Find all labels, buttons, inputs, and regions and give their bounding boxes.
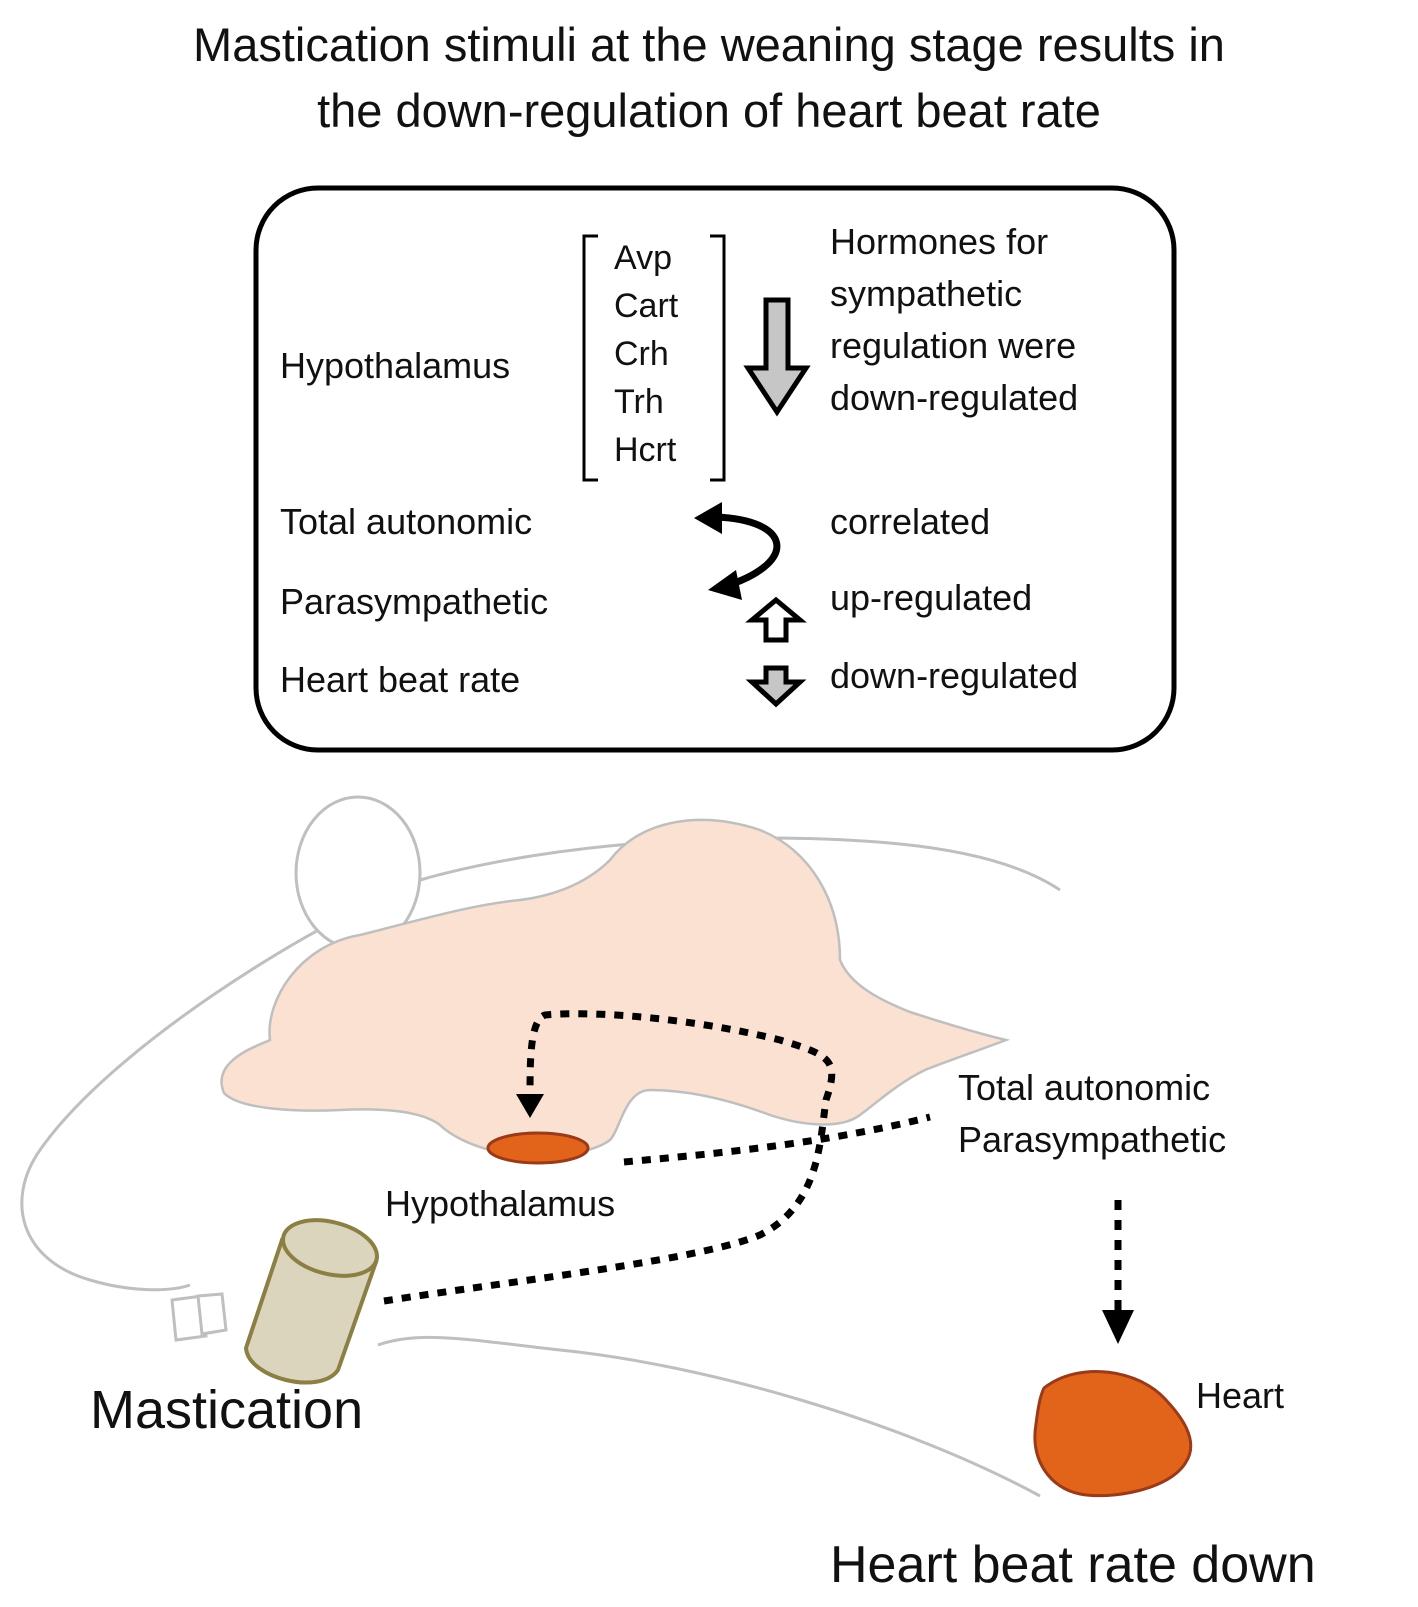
jaw-icon bbox=[170, 1292, 228, 1342]
heart-arrowhead-icon bbox=[1102, 1310, 1134, 1344]
result-label: Heart beat rate down bbox=[830, 1536, 1316, 1594]
heart-label: Heart bbox=[1196, 1375, 1285, 1416]
mastication-label: Mastication bbox=[90, 1380, 364, 1440]
dotted-path-hypothalamus-to-autonomic bbox=[623, 1113, 931, 1166]
hypothalamus-label: Hypothalamus bbox=[385, 1183, 616, 1224]
hormone-note-line-3: regulation were bbox=[830, 325, 1077, 366]
row-total-autonomic-label: Total autonomic bbox=[280, 501, 533, 542]
hormone-note-line-4: down-regulated bbox=[830, 377, 1079, 418]
hormone-trh: Trh bbox=[614, 383, 664, 421]
hormone-note-line-2: sympathetic bbox=[830, 273, 1023, 314]
title-line-1: Mastication stimuli at the weaning stage… bbox=[193, 18, 1225, 71]
row-heart-beat-rate-status: down-regulated bbox=[830, 655, 1079, 696]
summary-box bbox=[253, 185, 1177, 753]
autonomic-label-parasympathetic: Parasympathetic bbox=[958, 1119, 1227, 1160]
small-down-arrow-icon bbox=[745, 665, 807, 708]
hormone-cart: Cart bbox=[614, 287, 679, 325]
row-parasympathetic-status: up-regulated bbox=[830, 577, 1033, 618]
correlated-curve-icon bbox=[715, 513, 781, 588]
bracket-left bbox=[582, 234, 598, 482]
row-total-autonomic-status: correlated bbox=[830, 501, 991, 542]
title-line-2: the down-regulation of heart beat rate bbox=[317, 84, 1101, 137]
food-pellet-icon bbox=[243, 1218, 379, 1385]
dotted-path-mastication-to-brain bbox=[383, 1010, 836, 1305]
correlated-arrowhead-bottom-icon bbox=[708, 570, 742, 600]
autonomic-label-total: Total autonomic bbox=[958, 1067, 1211, 1108]
bracket-right bbox=[710, 234, 726, 482]
row-parasympathetic-label: Parasympathetic bbox=[280, 581, 549, 622]
hormone-avp: Avp bbox=[614, 239, 672, 277]
down-arrow-hormones-icon bbox=[743, 297, 811, 417]
page-title: Mastication stimuli at the weaning stage… bbox=[0, 12, 1418, 144]
hormone-crh: Crh bbox=[614, 335, 669, 373]
hormone-hcrt: Hcrt bbox=[614, 431, 677, 469]
row-heart-beat-rate-label: Heart beat rate bbox=[280, 659, 521, 700]
mouse-body-outline bbox=[20, 836, 1061, 1498]
box-hypothalamus-label: Hypothalamus bbox=[280, 345, 511, 386]
hypothalamus-organ bbox=[486, 1131, 590, 1165]
hypothalamus-arrowhead-icon bbox=[516, 1094, 544, 1118]
heart-organ bbox=[1033, 1370, 1193, 1498]
hormone-note-line-1: Hormones for bbox=[830, 221, 1049, 262]
up-arrow-icon bbox=[745, 596, 807, 643]
correlated-arrowhead-top-icon bbox=[694, 502, 722, 534]
